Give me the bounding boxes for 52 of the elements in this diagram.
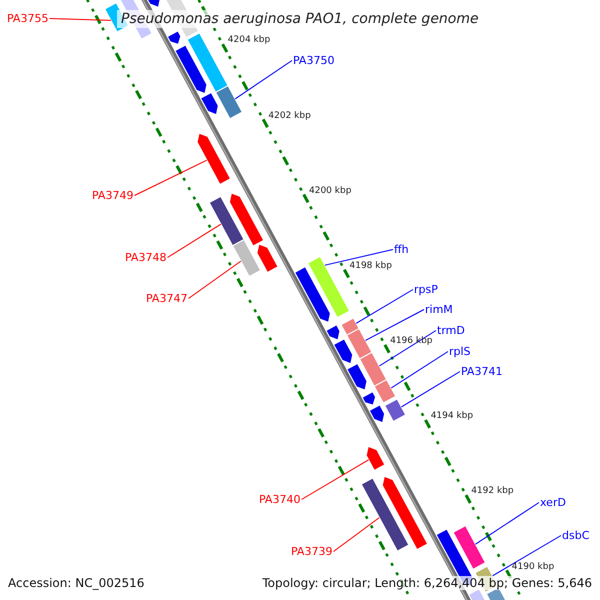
gene-feature xyxy=(232,238,262,278)
scale-label: 4204 kbp xyxy=(228,36,270,46)
gene-label: rplS xyxy=(449,346,471,357)
leader-line xyxy=(378,330,436,366)
leader-line xyxy=(390,351,448,388)
scale-label: 4196 kbp xyxy=(390,337,432,346)
footer-text: Accession: NC_002516 xyxy=(6,576,146,590)
gene-label: dsbC xyxy=(562,530,590,541)
gene-label: PA3749 xyxy=(92,190,134,201)
leader-line xyxy=(324,249,394,266)
gene-label: xerD xyxy=(540,497,566,508)
scale-label: 4190 kbp xyxy=(512,562,554,572)
scale-label: 4194 kbp xyxy=(430,412,474,422)
scale-label: 4202 kbp xyxy=(268,112,311,121)
gene-feature xyxy=(196,132,232,186)
gene-feature xyxy=(384,398,406,422)
leader-line xyxy=(134,160,208,196)
gene-label: PA3750 xyxy=(293,55,334,66)
footer-text: Topology: circular; Length: 6,264,404 bp; Genes: 5,646 xyxy=(260,576,594,590)
leader-line xyxy=(365,309,424,341)
scale-label: 4192 kbp xyxy=(471,487,514,496)
leader-line xyxy=(400,371,460,408)
gene-label: PA3739 xyxy=(291,546,332,557)
leader-line xyxy=(475,502,540,545)
leader-line xyxy=(188,260,242,299)
gene-label: trmD xyxy=(437,325,465,336)
gene-label: PA3748 xyxy=(125,252,166,263)
gene-feature xyxy=(307,256,350,318)
leader-line xyxy=(301,459,370,500)
gene-label: PA3755 xyxy=(7,13,48,24)
gene-feature xyxy=(452,525,486,570)
leader-line xyxy=(356,289,414,324)
gene-feature xyxy=(215,85,243,120)
gene-label: PA3747 xyxy=(146,293,188,304)
gene-feature xyxy=(208,196,245,246)
leader-line xyxy=(333,517,380,552)
leader-line xyxy=(167,224,222,258)
gene-feature xyxy=(340,317,360,336)
leader-line xyxy=(492,535,562,576)
leader-line xyxy=(234,60,292,100)
gene-feature xyxy=(366,446,386,472)
gene-label: rpsP xyxy=(414,284,438,295)
gene-feature xyxy=(374,378,396,404)
scale-label: 4198 kbp xyxy=(350,262,392,271)
leader-line xyxy=(49,18,112,21)
gene-feature xyxy=(358,352,388,387)
gene-label: rimM xyxy=(425,304,453,315)
gene-feature xyxy=(360,477,410,552)
gene-label: ffh xyxy=(394,244,409,255)
gene-label: PA3741 xyxy=(461,366,502,377)
scale-label: 4200 kbp xyxy=(309,186,352,196)
gene-label: PA3740 xyxy=(259,494,300,505)
